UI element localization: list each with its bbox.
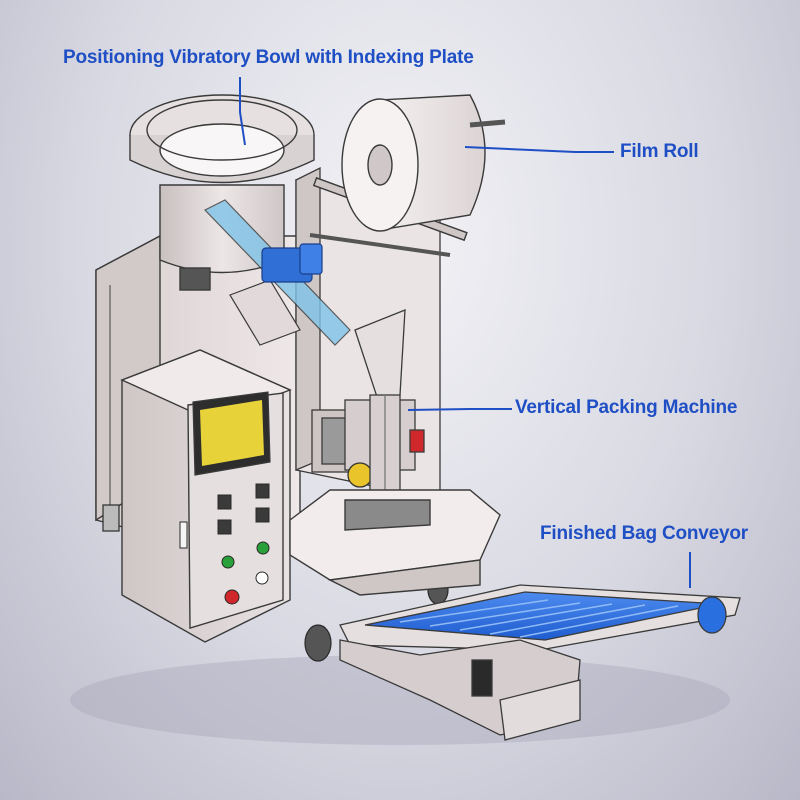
panel-button-3 — [217, 519, 232, 535]
stop-button — [224, 589, 240, 605]
leader-lines — [239, 77, 691, 588]
callout-finished-bag-conveyor: Finished Bag Conveyor — [540, 523, 749, 544]
touch-screen — [192, 391, 271, 476]
callout-vertical-packing-machine: Vertical Packing Machine — [515, 397, 738, 418]
drive-motor — [261, 243, 323, 283]
callout-vibratory-bowl: Positioning Vibratory Bowl with Indexing… — [63, 47, 474, 68]
cabinet-handle — [179, 521, 188, 549]
leader-vibratory-bowl — [239, 77, 246, 146]
panel-button-2 — [255, 483, 270, 499]
leader-vertical-packing — [407, 408, 512, 411]
panel-button-1 — [217, 494, 232, 510]
panel-button-4 — [255, 507, 270, 523]
leader-film-roll — [464, 146, 614, 153]
film-roll — [309, 94, 506, 257]
callout-film-roll: Film Roll — [620, 141, 699, 162]
green-indicator — [256, 541, 270, 555]
selector-switch — [255, 571, 269, 585]
finished-bag-conveyor — [339, 584, 741, 741]
belt-cleats — [399, 599, 679, 638]
control-buttons — [179, 483, 270, 605]
start-button — [221, 555, 235, 569]
sealing-table — [289, 489, 501, 596]
